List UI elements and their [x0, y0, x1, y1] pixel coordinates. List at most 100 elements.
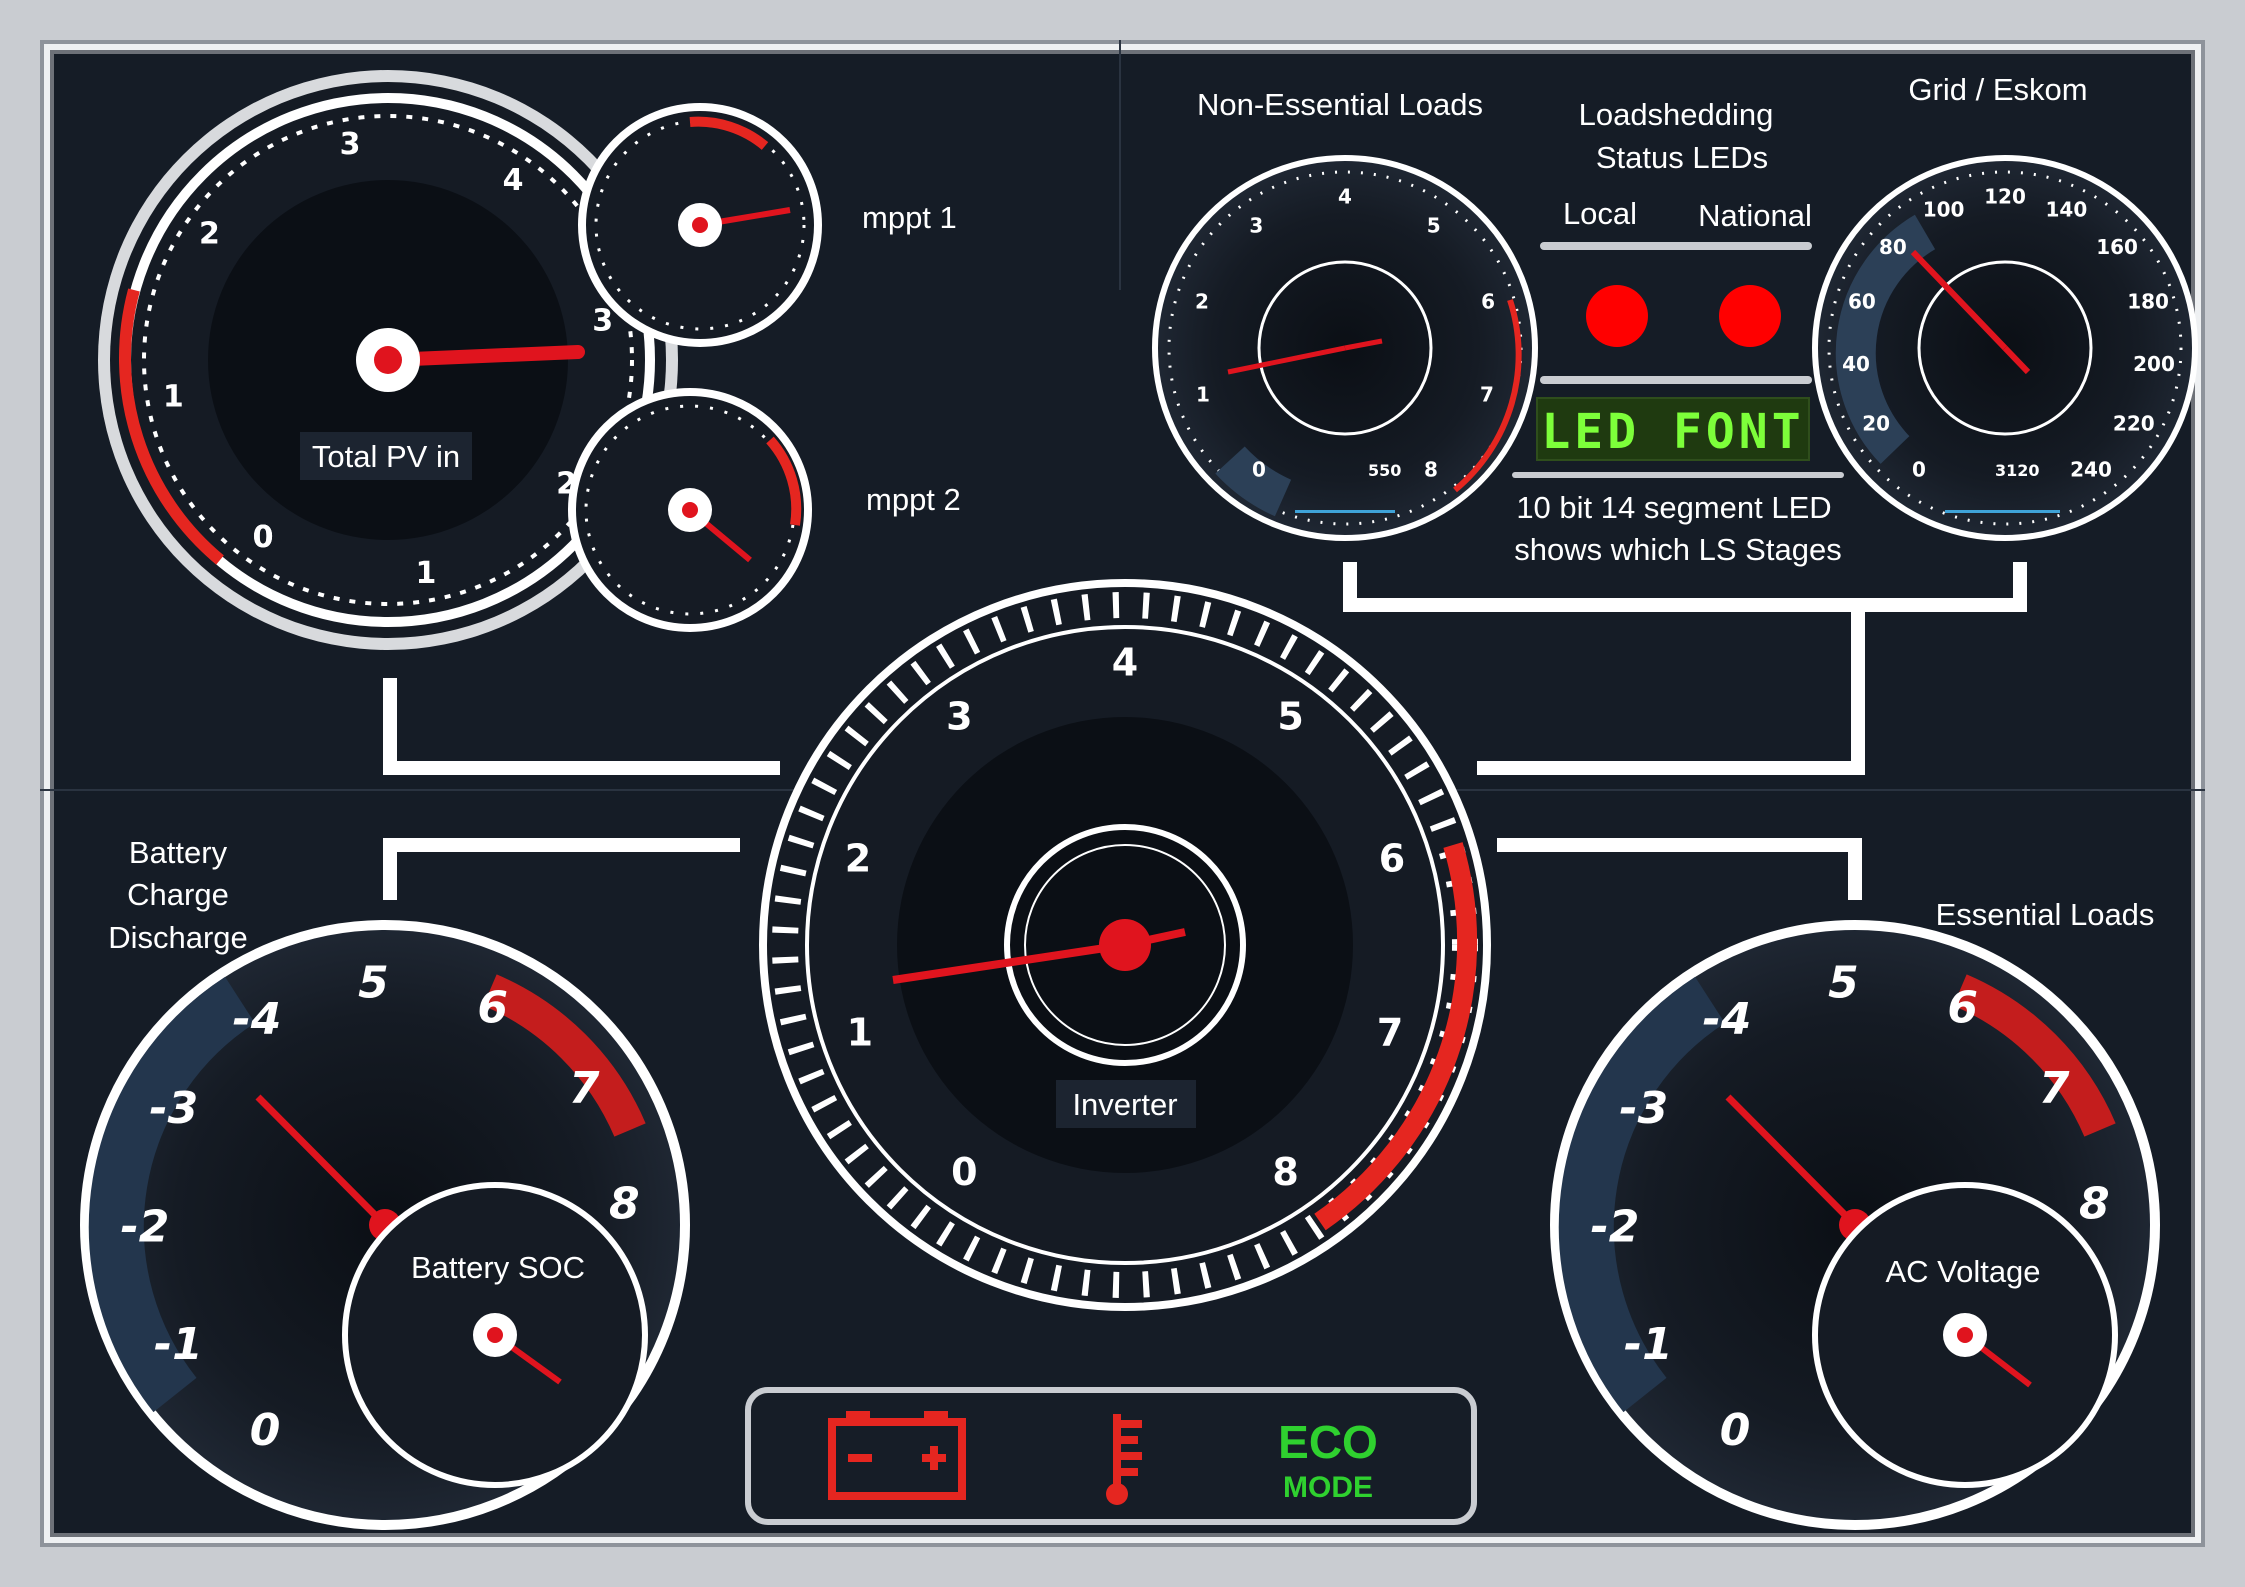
non-essential-tick-7: 7: [1480, 383, 1494, 407]
battery-needle: [255, 1094, 388, 1228]
inverter-tick-4: 4: [1112, 641, 1138, 685]
thermometer-icon: [1106, 1414, 1142, 1505]
inverter-label-bg: [1056, 1080, 1196, 1128]
battery-tick-labels: 0-1-2-3-456789: [121, 957, 640, 1456]
total-pv-label-bg: [300, 432, 472, 480]
national-led-label: National: [1698, 198, 1812, 233]
battery-tick-2: -2: [121, 1202, 170, 1253]
total-pv-tick-7: 1: [163, 379, 184, 414]
essential-tick-8: 8: [2079, 1178, 2110, 1229]
grid-tick-5: 100: [1923, 198, 1965, 222]
battery-tick-3: -3: [149, 1083, 198, 1134]
inverter-red-zone: [1314, 842, 1478, 1231]
total-pv-red-zone: [119, 288, 224, 565]
grid-tick-7: 140: [2046, 198, 2088, 222]
total-pv-tick-5: 3: [340, 127, 361, 162]
power-wires: [383, 562, 2027, 900]
non-essential-tick-5: 5: [1427, 214, 1441, 238]
grid-tick-8: 160: [2096, 235, 2138, 259]
local-led: [1586, 285, 1648, 347]
total-pv-tick-8: 0: [253, 520, 274, 555]
non-essential-tick-4: 4: [1338, 185, 1352, 209]
non-essential-tick-2: 2: [1195, 289, 1209, 313]
essential-tick-7: 7: [2039, 1063, 2070, 1114]
essential-tick-0: 0: [1720, 1405, 1751, 1456]
non-essential-tick-8: 8: [1424, 457, 1438, 481]
inverter-hub: [1099, 919, 1151, 971]
led-note-2: shows which LS Stages: [1514, 532, 1841, 567]
wire-pv-to-inverter: [383, 678, 780, 775]
wire-inverter-to-essential: [1497, 838, 1862, 900]
battery-icon: [828, 1411, 966, 1500]
inverter-tick-7: 7: [1377, 1011, 1403, 1055]
grid-tick-6: 120: [1984, 185, 2026, 209]
inverter-label: Inverter: [1072, 1087, 1177, 1122]
battery-soc-gauge: [342, 1182, 648, 1488]
essential-tick-6: 6: [1947, 983, 1978, 1034]
inverter-tick-5: 5: [1277, 695, 1303, 739]
led-panel-mid-bar: [1540, 376, 1812, 384]
inverter-tick-0: 0: [951, 1150, 977, 1194]
battery-label-3: Discharge: [108, 920, 248, 955]
inverter-tick-6: 6: [1379, 836, 1405, 880]
non-essential-tick-1: 1: [1196, 383, 1210, 407]
battery-label-1: Battery: [129, 835, 228, 870]
battery-tick-5: 5: [358, 957, 389, 1008]
wire-grid-bus: [1343, 562, 2027, 612]
eco-text: ECO: [1278, 1416, 1378, 1468]
ac-voltage-gauge: [1812, 1182, 2118, 1488]
mppt1-gauge: [578, 103, 822, 347]
grid-tick-11: 220: [2113, 411, 2155, 435]
essential-red-zone: [1953, 974, 2116, 1137]
national-led: [1719, 285, 1781, 347]
total-pv-tick-6: 2: [199, 217, 220, 252]
essential-tick-1: -1: [1624, 1319, 1673, 1370]
inverter-gauge: 0 1 2 3 4 5 6 7 8: [759, 579, 1491, 1311]
led-panel-bottom-bar: [1512, 472, 1844, 478]
battery-tick-8: 8: [609, 1178, 640, 1229]
inverter-tick-8: 8: [1272, 1150, 1298, 1194]
wire-grid-to-inverter: [1477, 605, 1865, 775]
wire-battery-to-inverter: [383, 838, 740, 900]
essential-tick-5: 5: [1828, 957, 1859, 1008]
essential-needle: [1725, 1094, 1858, 1228]
battery-soc-label: Battery SOC: [411, 1250, 585, 1285]
grid-tick-12: 240: [2070, 457, 2112, 481]
inverter-tick-labels: 0 1 2 3 4 5 6 7 8: [845, 641, 1405, 1194]
grid-tick-2: 40: [1842, 352, 1870, 376]
battery-tick-1: -1: [154, 1319, 203, 1370]
battery-tick-4: -4: [233, 994, 282, 1045]
inverter-tick-2: 2: [845, 836, 871, 880]
battery-tick-7: 7: [569, 1063, 600, 1114]
led-panel-top-bar: [1540, 242, 1812, 250]
non-essential-tick-3: 3: [1249, 214, 1263, 238]
grid-odometer: 3120: [1995, 461, 2040, 480]
segment-display-text: LED FONT: [1541, 404, 1804, 460]
grid-tick-9: 180: [2127, 289, 2169, 313]
total-pv-tick-1: 1: [415, 556, 436, 591]
total-pv-tick-4: 4: [503, 163, 524, 198]
grid-label: Grid / Eskom: [1908, 72, 2087, 107]
loadshedding-title-1: Loadshedding: [1579, 97, 1774, 132]
inverter-tick-1: 1: [847, 1011, 873, 1055]
loadshedding-title-2: Status LEDs: [1596, 140, 1768, 175]
mppt2-label: mppt 2: [866, 482, 961, 517]
battery-label-2: Charge: [127, 877, 229, 912]
mppt1-label: mppt 1: [862, 200, 957, 235]
battery-tick-6: 6: [477, 983, 508, 1034]
ac-voltage-label: AC Voltage: [1885, 1254, 2040, 1289]
segment-display: [1536, 397, 1810, 461]
inverter-tick-3: 3: [946, 695, 972, 739]
total-pv-label: Total PV in: [312, 439, 460, 474]
grid-tick-3: 60: [1848, 289, 1876, 313]
inverter-needle: [892, 941, 1126, 984]
mppt2-gauge: [568, 388, 812, 632]
non-essential-label: Non-Essential Loads: [1197, 87, 1483, 122]
non-essential-tick-0: 0: [1252, 457, 1266, 481]
